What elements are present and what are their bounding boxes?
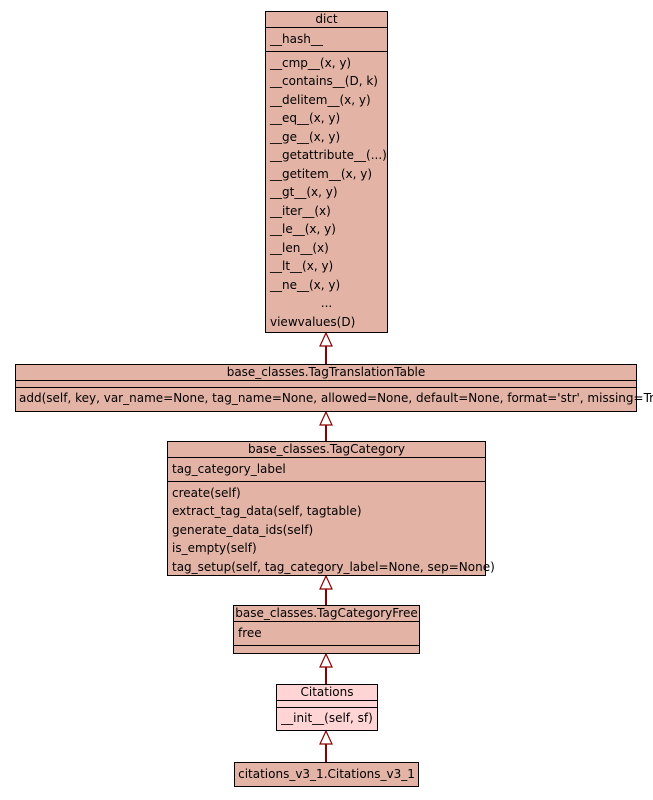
inheritance-arrowhead (319, 410, 333, 426)
attribute: __hash__ (270, 32, 323, 46)
method: __len__(x) (270, 240, 329, 255)
attribute-list (16, 381, 636, 388)
inheritance-arrowhead (319, 574, 333, 590)
method: generate_data_ids(self) (172, 522, 314, 537)
method: viewvalues(D) (270, 314, 356, 329)
class-citations-v3-1[interactable]: citations_v3_1.Citations_v3_1 (234, 762, 419, 787)
method: __getitem__(x, y) (270, 166, 373, 181)
method-list: __cmp__(x, y) __contains__(D, k) __delit… (266, 52, 387, 334)
class-tag-category[interactable]: base_classes.TagCategory tag_category_la… (167, 441, 495, 579)
class-dict[interactable]: dict __hash__ __cmp__(x, y) __contains__… (265, 11, 388, 333)
class-name: Citations (277, 685, 377, 701)
method-list: add(self, key, var_name=None, tag_name=N… (16, 388, 653, 409)
class-name: dict (266, 12, 387, 28)
class-tag-category-free[interactable]: base_classes.TagCategoryFree free (233, 605, 420, 654)
method: __contains__(D, k) (270, 74, 378, 88)
method-list: create(self) extract_tag_data(self, tagt… (168, 482, 495, 579)
method: __delitem__(x, y) (270, 92, 371, 107)
method-list: __init__(self, sf) (277, 708, 377, 729)
class-name: base_classes.TagCategory (168, 442, 485, 458)
class-tag-translation-table[interactable]: base_classes.TagTranslationTable add(sel… (15, 364, 653, 412)
class-name: base_classes.TagTranslationTable (16, 365, 636, 381)
method: __init__(self, sf) (281, 711, 373, 725)
method: __le__(x, y) (270, 222, 336, 236)
method: is_empty(self) (172, 541, 257, 555)
method: __iter__(x) (270, 203, 331, 218)
attribute-list: free (234, 622, 419, 646)
method: __eq__(x, y) (270, 111, 341, 125)
inheritance-arrowhead (319, 331, 333, 347)
attribute-list: tag_category_label (168, 458, 485, 482)
inheritance-arrowhead (319, 652, 333, 668)
method: __ne__(x, y) (270, 277, 341, 292)
method: __getattribute__(...) (270, 148, 387, 162)
method-ellipsis: ... (320, 296, 333, 310)
method: __gt__(x, y) (270, 185, 338, 199)
attribute-list (277, 701, 377, 708)
class-citations[interactable]: Citations __init__(self, sf) (276, 684, 378, 731)
attribute-list: __hash__ (266, 28, 387, 52)
method: add(self, key, var_name=None, tag_name=N… (19, 391, 653, 405)
attribute: free (238, 626, 262, 640)
class-name: base_classes.TagCategoryFree (234, 606, 419, 622)
method: tag_setup(self, tag_category_label=None,… (172, 559, 495, 574)
attribute: tag_category_label (172, 462, 286, 476)
class-name: citations_v3_1.Citations_v3_1 (238, 767, 415, 781)
method: __lt__(x, y) (270, 259, 334, 273)
inheritance-arrowhead (319, 729, 333, 745)
method: create(self) (172, 485, 241, 500)
method: extract_tag_data(self, tagtable) (172, 504, 362, 518)
method: __ge__(x, y) (270, 129, 341, 144)
method: __cmp__(x, y) (270, 55, 352, 70)
